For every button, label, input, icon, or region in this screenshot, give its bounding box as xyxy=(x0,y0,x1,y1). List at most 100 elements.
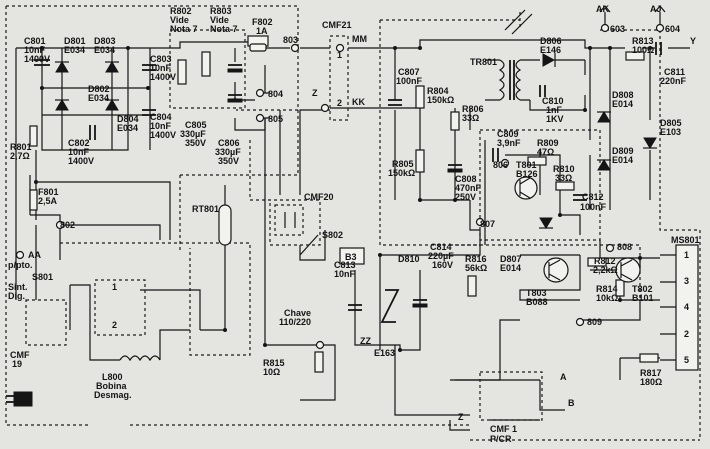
label-r812-val: 2,2kΩ xyxy=(593,265,618,275)
label-c805-volt: 350V xyxy=(185,138,206,148)
transistors xyxy=(514,176,641,283)
label-c808-ref: C808 xyxy=(455,174,477,184)
label-d805-val: E103 xyxy=(660,127,681,137)
label-node-ak: AK xyxy=(596,4,609,14)
label-r812-ref: R812 xyxy=(594,256,616,266)
label-c804-val: 10nF xyxy=(150,121,172,131)
label-c804-ref: C804 xyxy=(150,112,172,122)
label-r804-val: 150kΩ xyxy=(427,95,454,105)
label-d804-val: E034 xyxy=(117,123,138,133)
label-c812-val: 100nF xyxy=(580,202,607,212)
label-d804-ref: D804 xyxy=(117,114,139,124)
label-node-603: 603 xyxy=(610,24,625,34)
label-node-808: 808 xyxy=(617,242,632,252)
label-c803-val: 10nF xyxy=(150,63,172,73)
label-tr801: TR801 xyxy=(470,57,497,67)
label-r803-1: Vide xyxy=(210,15,229,25)
label-t801-ref: T801 xyxy=(516,160,537,170)
label-r815-ref: R815 xyxy=(263,358,285,368)
label-node-805: 805 xyxy=(268,114,283,124)
label-ppto: p/pto. xyxy=(8,260,33,270)
label-sint: Sint. xyxy=(8,282,28,292)
label-node-z2: Z xyxy=(458,412,464,422)
label-d809-val: E014 xyxy=(612,155,633,165)
label-c805-val: 330µF xyxy=(180,129,206,139)
label-r805-val: 150kΩ xyxy=(388,168,415,178)
diodes xyxy=(380,53,657,323)
label-c803-volt: 1400V xyxy=(150,72,176,82)
label-c813-ref: C813 xyxy=(334,260,356,270)
label-node-803: 803 xyxy=(283,35,298,45)
label-r802-2: Nota 7 xyxy=(170,24,198,34)
label-d810-val: E163 xyxy=(374,348,395,358)
label-node-kk: KK xyxy=(352,97,365,107)
label-d801-ref: D801 xyxy=(64,36,86,46)
label-node-809: 809 xyxy=(587,317,602,327)
label-d805-ref: D805 xyxy=(660,118,682,128)
label-r804-ref: R804 xyxy=(427,86,449,96)
label-l800-1: Bobina xyxy=(96,381,127,391)
capacitors xyxy=(34,42,662,311)
label-c802-val: 10nF xyxy=(68,147,90,157)
label-node-mm: MM xyxy=(352,34,367,44)
label-d808-ref: D808 xyxy=(612,90,634,100)
label-node-a: A xyxy=(560,372,567,382)
label-d807-ref: D807 xyxy=(500,254,522,264)
label-node-aj: AJ xyxy=(650,4,662,14)
label-r813-ref: R813 xyxy=(632,36,654,46)
label-t803-val: B088 xyxy=(526,297,548,307)
label-c810-val: 1nF xyxy=(546,105,563,115)
label-r810-val: 33Ω xyxy=(555,173,572,183)
label-c810-ref: C810 xyxy=(542,96,564,106)
label-c802-volt: 1400V xyxy=(68,156,94,166)
label-r815-val: 10Ω xyxy=(263,367,280,377)
label-node-zz: ZZ xyxy=(360,336,371,346)
label-r806-val: 33Ω xyxy=(462,113,479,123)
label-f802-val: 1A xyxy=(256,26,268,36)
label-cmf21: CMF21 xyxy=(322,20,352,30)
label-ms-pin1: 1 xyxy=(684,250,689,260)
label-c806-volt: 350V xyxy=(218,156,239,166)
label-r817-ref: R817 xyxy=(640,368,662,378)
label-c805-ref: C805 xyxy=(185,120,207,130)
label-c808-val: 470nF xyxy=(455,183,482,193)
label-c809-ref: C809 xyxy=(497,129,519,139)
label-c801-val: 10nF xyxy=(24,45,46,55)
misc-symbols xyxy=(6,5,699,421)
label-r803-2: Nota 7 xyxy=(210,24,238,34)
label-c801-ref: C801 xyxy=(24,36,46,46)
label-chave-val: 110/220 xyxy=(279,317,311,327)
label-inner-pin2: 2 xyxy=(112,320,117,330)
label-d802-val: E034 xyxy=(88,93,109,103)
boundary-lines xyxy=(5,5,701,441)
label-ms801: MS801 xyxy=(671,235,700,245)
label-t803-ref: T803 xyxy=(526,288,547,298)
label-cmf21-pin2: 2 xyxy=(337,98,342,108)
label-r809-val: 47Ω xyxy=(537,147,554,157)
label-node-807: 807 xyxy=(480,219,495,229)
label-d801-val: E034 xyxy=(64,45,85,55)
label-r805-ref: R805 xyxy=(392,159,414,169)
label-node-b: B xyxy=(568,398,575,408)
label-b3: B3 xyxy=(345,252,357,262)
label-d802-ref: D802 xyxy=(88,84,110,94)
label-ms-pin4: 4 xyxy=(684,302,689,312)
label-c814-volt: 160V xyxy=(432,260,453,270)
transformer-tr801 xyxy=(498,59,522,101)
label-node-aa: AA xyxy=(28,250,41,260)
label-f801-val: 2,5A xyxy=(38,196,58,206)
label-c814-ref: C814 xyxy=(430,242,452,252)
terminal-nodes xyxy=(15,23,665,350)
label-inner-pin1: 1 xyxy=(112,282,117,292)
label-node-z: Z xyxy=(312,88,318,98)
label-d809-ref: D809 xyxy=(612,146,634,156)
bridge-diodes xyxy=(55,61,119,111)
label-l800-ref: L800 xyxy=(102,372,123,382)
label-r810-ref: R810 xyxy=(553,164,575,174)
label-chave: Chave xyxy=(284,308,311,318)
label-c811-val: 220nF xyxy=(660,76,687,86)
label-r817-val: 180Ω xyxy=(640,377,662,387)
label-d807-val: E014 xyxy=(500,263,521,273)
label-r802-ref: R802 xyxy=(170,6,192,16)
